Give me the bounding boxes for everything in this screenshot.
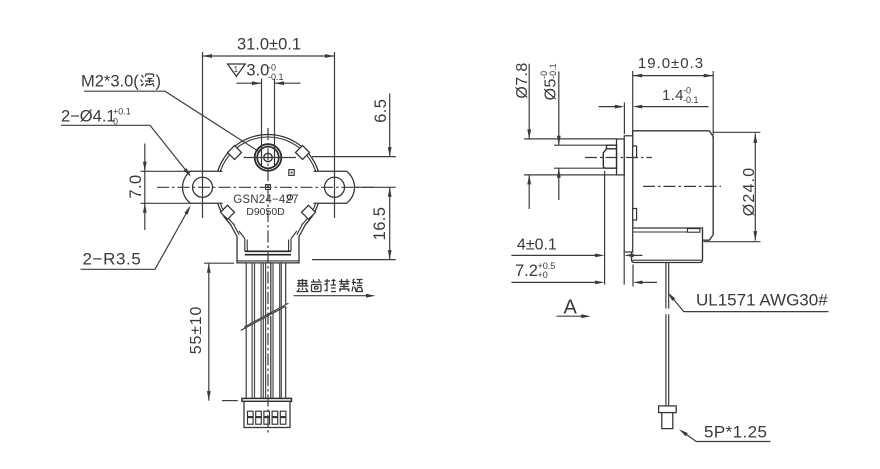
svg-text:+0.1: +0.1 (113, 107, 131, 117)
svg-text:Ø7.8: Ø7.8 (514, 62, 531, 98)
svg-text:5P*1.25: 5P*1.25 (704, 423, 767, 442)
svg-text:6.5: 6.5 (372, 99, 390, 123)
svg-text:+0.5: +0.5 (538, 261, 556, 271)
svg-text:-0.1: -0.1 (268, 72, 284, 82)
svg-text:UL1571 AWG30#: UL1571 AWG30# (696, 291, 828, 310)
svg-text:-0.1: -0.1 (683, 95, 699, 105)
svg-text:2−R3.5: 2−R3.5 (83, 249, 142, 268)
svg-text:3.0: 3.0 (246, 62, 269, 80)
svg-text:-0.1: -0.1 (548, 63, 558, 79)
svg-text:Ø5: Ø5 (542, 78, 559, 100)
svg-text:4±0.1: 4±0.1 (517, 237, 557, 254)
svg-text:+0: +0 (538, 270, 548, 280)
svg-text:1: 1 (234, 65, 239, 74)
svg-text:-0: -0 (268, 63, 276, 73)
svg-text:19.0±0.3: 19.0±0.3 (638, 55, 704, 72)
svg-text:A: A (564, 297, 578, 319)
svg-text:2−Ø4.1: 2−Ø4.1 (61, 107, 116, 125)
svg-text:M2*3.0(: M2*3.0( (81, 73, 139, 91)
svg-text:55±10: 55±10 (188, 306, 205, 354)
svg-text:GSN24−427: GSN24−427 (233, 194, 298, 206)
svg-text:0: 0 (113, 117, 118, 127)
svg-text:16.5: 16.5 (371, 207, 389, 241)
svg-text:-0: -0 (539, 71, 549, 79)
svg-text:): ) (156, 73, 162, 91)
svg-text:1.4: 1.4 (662, 87, 684, 104)
svg-text:7.2: 7.2 (515, 262, 538, 280)
svg-text:31.0±0.1: 31.0±0.1 (237, 36, 301, 54)
svg-text:Ø24.0: Ø24.0 (741, 167, 758, 217)
svg-text:-0: -0 (683, 86, 691, 96)
svg-text:D9050D: D9050D (246, 206, 285, 218)
svg-text:7.0: 7.0 (127, 174, 145, 198)
